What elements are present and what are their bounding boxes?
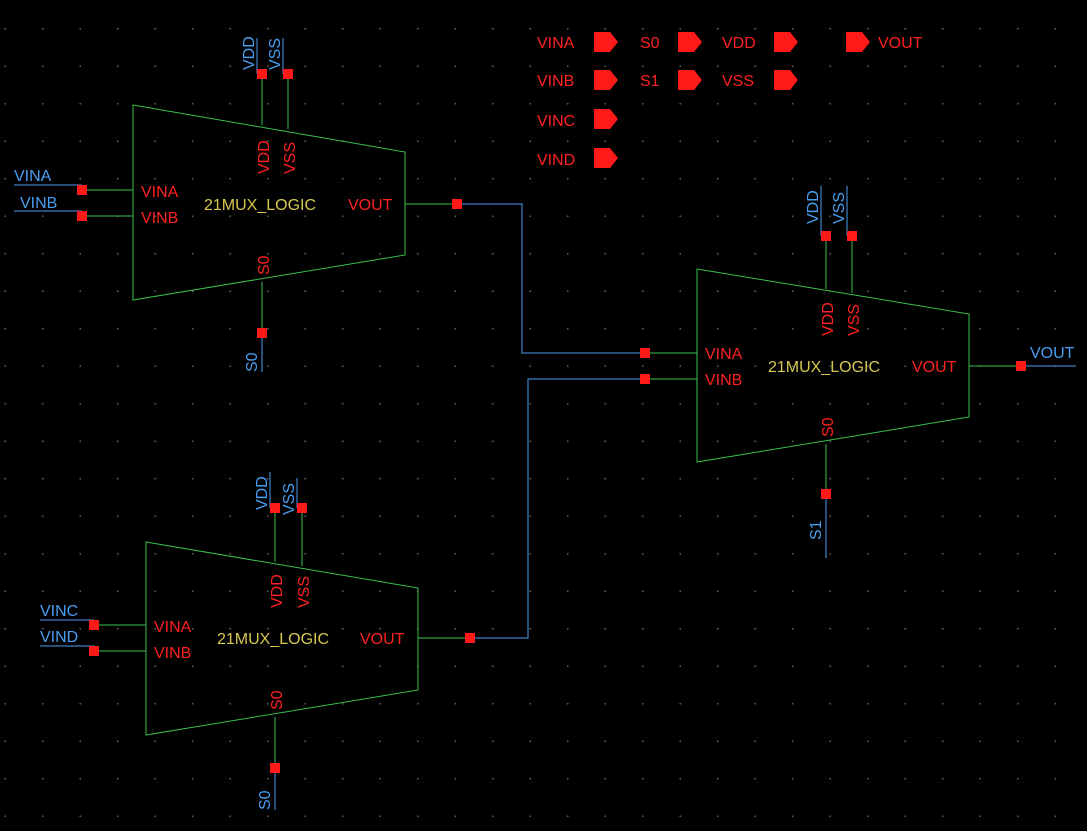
- pin-node[interactable]: [77, 211, 87, 221]
- pin-node[interactable]: [257, 69, 267, 79]
- legend-pin-s0[interactable]: S0: [640, 32, 702, 52]
- mux2-net-stubs: VINC VIND VDD VSS S0: [40, 472, 475, 810]
- pin-label-vout: VOUT: [348, 197, 393, 214]
- net-label-vind: VIND: [40, 629, 78, 646]
- net-label-s0: S0: [257, 790, 274, 810]
- cell-name: 21MUX_LOGIC: [204, 197, 316, 214]
- pin-node[interactable]: [821, 489, 831, 499]
- input-pin-icon: [678, 70, 702, 90]
- mux3-net-stubs: VDD VSS S1 VOUT: [640, 186, 1075, 558]
- pin-label-s0: S0: [269, 690, 286, 710]
- pin-label-vout: VOUT: [912, 359, 957, 376]
- pin-node[interactable]: [640, 374, 650, 384]
- pin-label-vinb: VINB: [154, 645, 191, 662]
- net-label-vina: VINA: [14, 168, 52, 185]
- legend-label: VSS: [722, 73, 754, 90]
- pin-label-vss: VSS: [846, 304, 863, 336]
- pin-node[interactable]: [89, 620, 99, 630]
- pin-label-vinb: VINB: [705, 372, 742, 389]
- pin-label-vina: VINA: [705, 346, 743, 363]
- interconnect-wires: [457, 203, 1076, 639]
- mux-instance-1[interactable]: VINA VINB VOUT 21MUX_LOGIC VDD VSS S0: [82, 74, 457, 333]
- pin-node[interactable]: [89, 646, 99, 656]
- net-label-vdd: VDD: [805, 190, 822, 224]
- legend-pin-vinc[interactable]: VINC: [537, 109, 618, 130]
- legend-pin-vdd[interactable]: VDD: [722, 32, 798, 52]
- net-label-vss: VSS: [831, 192, 848, 224]
- legend-label: S0: [640, 35, 660, 52]
- pin-label-vina: VINA: [154, 619, 192, 636]
- pin-node[interactable]: [270, 763, 280, 773]
- pin-node[interactable]: [270, 503, 280, 513]
- cell-name: 21MUX_LOGIC: [768, 359, 880, 376]
- pin-label-vdd: VDD: [269, 574, 286, 608]
- legend-label: VINA: [537, 35, 575, 52]
- net-label-s1: S1: [808, 520, 825, 540]
- legend-pin-vinb[interactable]: VINB: [537, 70, 618, 90]
- pin-node[interactable]: [640, 348, 650, 358]
- mux1-net-stubs: VINA VINB VDD VSS S0: [14, 36, 462, 372]
- mux-instance-2[interactable]: VINA VINB VOUT 21MUX_LOGIC VDD VSS S0: [94, 508, 470, 768]
- net-label-vinb: VINB: [20, 195, 57, 212]
- net-label-vout: VOUT: [1030, 345, 1075, 362]
- pin-node[interactable]: [77, 185, 87, 195]
- pin-label-vout: VOUT: [360, 631, 405, 648]
- wire-mux1-to-mux3[interactable]: [457, 203, 645, 354]
- legend-label: VIND: [537, 152, 575, 169]
- legend-pin-s1[interactable]: S1: [640, 70, 702, 90]
- legend-pin-vss[interactable]: VSS: [722, 70, 798, 90]
- mux-body: [132, 104, 406, 301]
- net-label-vinc: VINC: [40, 603, 78, 620]
- net-label-vdd: VDD: [241, 36, 258, 70]
- wire-mux2-to-mux3[interactable]: [470, 378, 645, 639]
- input-pin-icon: [594, 148, 618, 168]
- pin-node[interactable]: [847, 231, 857, 241]
- legend-pin-vina[interactable]: VINA: [537, 32, 618, 52]
- pin-label-vina: VINA: [141, 184, 179, 201]
- pin-label-vss: VSS: [296, 576, 313, 608]
- net-label-s0: S0: [244, 352, 261, 372]
- cell-name: 21MUX_LOGIC: [217, 631, 329, 648]
- legend-label: VDD: [722, 35, 756, 52]
- legend-pin-vout[interactable]: VOUT: [846, 32, 923, 52]
- legend-label: VOUT: [878, 35, 923, 52]
- pin-node[interactable]: [283, 69, 293, 79]
- pin-node[interactable]: [821, 231, 831, 241]
- input-pin-icon: [774, 32, 798, 52]
- pin-node[interactable]: [1016, 361, 1026, 371]
- pin-node[interactable]: [257, 328, 267, 338]
- input-pin-icon: [678, 32, 702, 52]
- legend-label: S1: [640, 73, 660, 90]
- pin-node[interactable]: [465, 633, 475, 643]
- net-label-vdd: VDD: [254, 476, 271, 510]
- pin-label-vinb: VINB: [141, 210, 178, 227]
- mux-body: [696, 268, 970, 463]
- pin-label-vdd: VDD: [820, 302, 837, 336]
- legend-pin-vind[interactable]: VIND: [537, 148, 618, 169]
- pin-label-vdd: VDD: [256, 140, 273, 174]
- mux-instance-3[interactable]: VINA VINB VOUT 21MUX_LOGIC VDD VSS S0: [645, 236, 1021, 494]
- pin-label-s0: S0: [256, 255, 273, 275]
- pin-node[interactable]: [297, 503, 307, 513]
- mux-body: [145, 541, 419, 736]
- pin-legend: VINA VINB VINC VIND S0 S1 VDD VSS: [537, 32, 923, 169]
- pin-label-vss: VSS: [282, 142, 299, 174]
- legend-label: VINC: [537, 113, 575, 130]
- net-label-vss: VSS: [281, 483, 298, 515]
- legend-label: VINB: [537, 73, 574, 90]
- input-pin-icon: [594, 32, 618, 52]
- pin-label-s0: S0: [820, 417, 837, 437]
- pin-node[interactable]: [452, 199, 462, 209]
- input-pin-icon: [774, 70, 798, 90]
- input-pin-icon: [594, 70, 618, 90]
- net-label-vss: VSS: [267, 38, 284, 70]
- output-pin-icon: [846, 32, 870, 52]
- input-pin-icon: [594, 109, 618, 129]
